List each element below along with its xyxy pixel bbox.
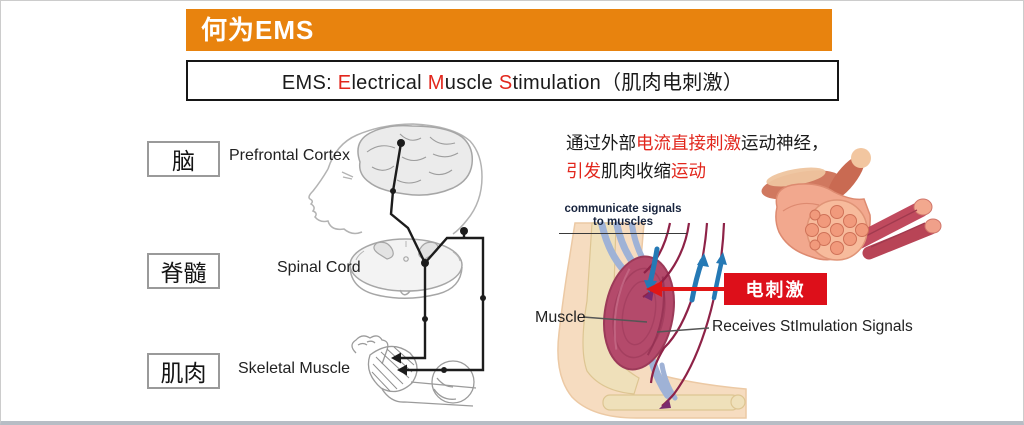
- stimulation-badge: 电刺激: [724, 273, 827, 305]
- term-box-spinal-cord: 脊髓: [147, 253, 220, 289]
- ems-description: 通过外部电流直接刺激运动神经， 引发肌肉收缩运动: [566, 129, 829, 185]
- ems-description-line2: 引发肌肉收缩运动: [566, 161, 706, 181]
- muscle-fiber-illustration: [761, 148, 942, 261]
- term-spinal-cord: 脊髓: [160, 260, 207, 286]
- flexing-arm-lineart: [351, 335, 477, 407]
- head-profile-lineart: [308, 123, 483, 235]
- label-connectors: [582, 316, 710, 333]
- signal-caption: communicate signals to muscles: [559, 203, 687, 234]
- label-prefrontal-cortex: Prefrontal Cortex: [229, 147, 350, 164]
- ems-description-line1: 通过外部电流直接刺激运动神经，: [566, 133, 829, 153]
- term-muscle: 肌肉: [160, 360, 207, 386]
- term-box-brain: 脑: [147, 141, 220, 177]
- signal-caption-line2: to muscles: [592, 216, 654, 228]
- spinal-cord-lineart: [349, 238, 463, 299]
- label-receives-signals: Receives StImulation Signals: [712, 318, 913, 335]
- label-spinal-cord: Spinal Cord: [277, 259, 361, 276]
- signal-caption-line1: communicate signals: [564, 203, 682, 215]
- title-banner: 何为EMS: [186, 9, 832, 51]
- definition-box: EMS: Electrical Muscle Stimulation（肌肉电刺激…: [186, 60, 839, 101]
- brain-lineart: [357, 124, 474, 196]
- page-title: 何为EMS: [201, 15, 315, 45]
- label-muscle: Muscle: [535, 309, 586, 326]
- neural-pathway: [389, 139, 486, 376]
- stimulation-arrow: [646, 281, 724, 297]
- stimulation-badge-text: 电刺激: [745, 280, 806, 300]
- term-box-muscle: 肌肉: [147, 353, 220, 389]
- term-brain: 脑: [172, 148, 195, 174]
- definition-text: EMS: Electrical Muscle Stimulation（肌肉电刺激…: [281, 72, 744, 94]
- label-skeletal-muscle: Skeletal Muscle: [238, 360, 351, 377]
- stimulated-arm-illustration: [557, 221, 747, 419]
